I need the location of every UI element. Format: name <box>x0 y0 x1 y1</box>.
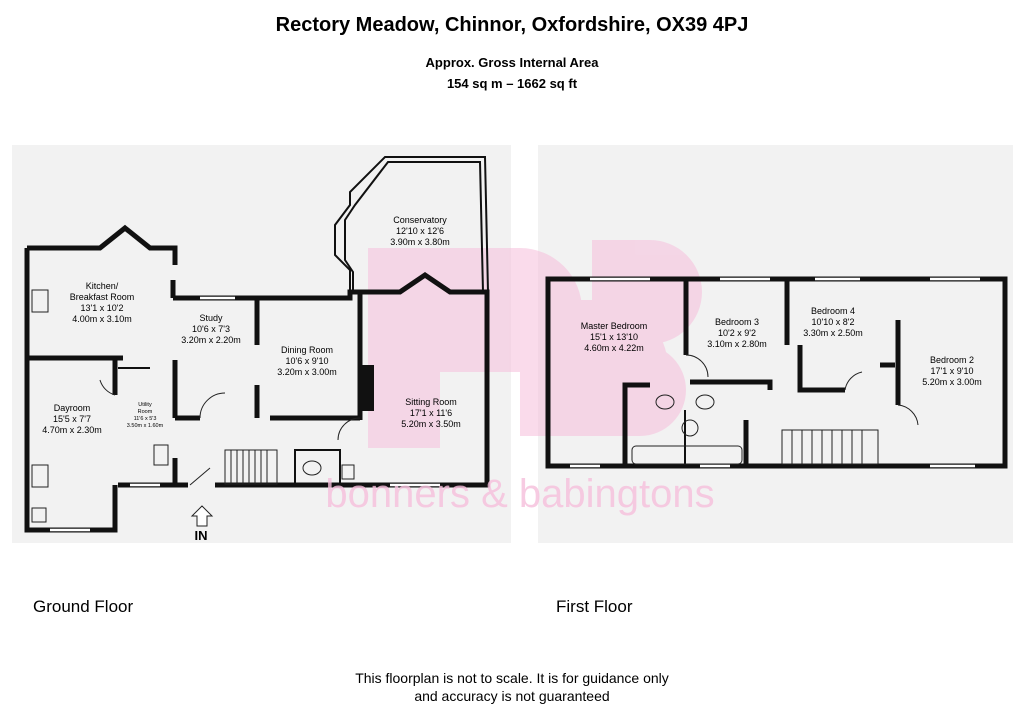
svg-text:17'1 x 11'6: 17'1 x 11'6 <box>410 408 452 418</box>
bedroom4-door <box>844 371 863 391</box>
room-dining: Dining Room 10'6 x 9'10 3.20m x 3.00m <box>277 345 337 377</box>
fireplace <box>362 365 374 411</box>
dining-door <box>337 417 361 441</box>
utility-sink <box>153 444 169 466</box>
disclaimer-line-1: This floorplan is not to scale. It is fo… <box>355 670 669 686</box>
wc-walls <box>294 449 341 485</box>
room-kitchen: Kitchen/ Breakfast Room 13'1 x 10'2 4.00… <box>70 281 135 324</box>
kitchen-hob <box>31 289 49 313</box>
conservatory-inner <box>344 161 484 293</box>
svg-text:Conservatory: Conservatory <box>393 215 447 225</box>
svg-text:12'10 x 12'6: 12'10 x 12'6 <box>396 226 444 236</box>
room-study: Study 10'6 x 7'3 3.20m x 2.20m <box>181 313 241 345</box>
room-bedroom-4: Bedroom 4 10'10 x 8'2 3.30m x 2.50m <box>803 306 863 338</box>
conservatory-outline <box>334 156 489 293</box>
room-master-bedroom: Master Bedroom 15'1 x 13'10 4.60m x 4.22… <box>581 321 648 353</box>
bathroom-toilet <box>695 394 715 410</box>
svg-text:3.10m x 2.80m: 3.10m x 2.80m <box>707 339 767 349</box>
disclaimer-line-2: and accuracy is not guaranteed <box>414 688 610 704</box>
study-door <box>199 392 226 419</box>
svg-text:3.20m x 3.00m: 3.20m x 3.00m <box>277 367 337 377</box>
svg-text:10'10 x 8'2: 10'10 x 8'2 <box>812 317 855 327</box>
room-dayroom: Dayroom 15'5 x 7'7 4.70m x 2.30m <box>42 403 102 435</box>
svg-text:Room: Room <box>138 409 153 415</box>
wc-toilet <box>302 460 322 476</box>
svg-text:Utility: Utility <box>138 402 152 408</box>
svg-text:17'1 x 9'10: 17'1 x 9'10 <box>931 366 974 376</box>
watermark-brand: bonners & babingtons <box>325 472 714 516</box>
svg-text:3.20m x 2.20m: 3.20m x 2.20m <box>181 335 241 345</box>
svg-text:10'2 x 9'2: 10'2 x 9'2 <box>718 328 756 338</box>
room-bedroom-3: Bedroom 3 10'2 x 9'2 3.10m x 2.80m <box>707 317 767 349</box>
master-bedroom-door <box>685 354 709 378</box>
svg-text:Bedroom 2: Bedroom 2 <box>930 355 974 365</box>
svg-text:Bedroom 3: Bedroom 3 <box>715 317 759 327</box>
svg-text:13'1 x 10'2: 13'1 x 10'2 <box>81 303 124 313</box>
svg-text:11'6 x 5'3: 11'6 x 5'3 <box>134 416 157 422</box>
kitchen-top-wall <box>27 224 178 265</box>
svg-text:3.50m x 1.60m: 3.50m x 1.60m <box>127 423 164 429</box>
room-utility: Utility Room 11'6 x 5'3 3.50m x 1.60m <box>127 402 164 429</box>
windows <box>50 277 980 532</box>
svg-text:Bedroom 4: Bedroom 4 <box>811 306 855 316</box>
bathroom-basin <box>655 394 675 410</box>
svg-text:Master Bedroom: Master Bedroom <box>581 321 648 331</box>
svg-text:5.20m x 3.50m: 5.20m x 3.50m <box>401 419 461 429</box>
bathroom-walls <box>622 382 650 466</box>
entrance-label: IN <box>195 528 208 543</box>
svg-text:3.30m x 2.50m: 3.30m x 2.50m <box>803 328 863 338</box>
dayroom-sink <box>31 507 47 523</box>
svg-text:Dining Room: Dining Room <box>281 345 333 355</box>
svg-text:15'1 x 13'10: 15'1 x 13'10 <box>590 332 638 342</box>
ground-stairs <box>224 449 278 485</box>
svg-text:3.90m x 3.80m: 3.90m x 3.80m <box>390 237 450 247</box>
svg-text:4.00m x 3.10m: 4.00m x 3.10m <box>72 314 132 324</box>
ground-floor-label: Ground Floor <box>33 597 134 616</box>
area-caption: Approx. Gross Internal Area <box>425 55 599 70</box>
wc-basin <box>341 464 355 480</box>
svg-text:Kitchen/: Kitchen/ <box>86 281 119 291</box>
page-title: Rectory Meadow, Chinnor, Oxfordshire, OX… <box>275 14 749 36</box>
room-sitting: Sitting Room 17'1 x 11'6 5.20m x 3.50m <box>401 397 461 429</box>
watermark-logo <box>368 240 702 448</box>
bathtub <box>631 445 743 465</box>
svg-text:Breakfast Room: Breakfast Room <box>70 292 135 302</box>
bathroom-shower <box>681 419 699 437</box>
svg-text:10'6 x 7'3: 10'6 x 7'3 <box>192 324 230 334</box>
svg-text:4.70m x 2.30m: 4.70m x 2.30m <box>42 425 102 435</box>
svg-text:10'6 x 9'10: 10'6 x 9'10 <box>286 356 329 366</box>
room-bedroom-2: Bedroom 2 17'1 x 9'10 5.20m x 3.00m <box>922 355 982 387</box>
area-value: 154 sq m – 1662 sq ft <box>446 76 578 91</box>
room-conservatory: Conservatory 12'10 x 12'6 3.90m x 3.80m <box>390 215 450 247</box>
bed3-lower-wall <box>690 379 773 390</box>
dayroom-hob <box>31 464 49 488</box>
entrance-arrow-icon <box>190 505 214 527</box>
svg-text:Sitting Room: Sitting Room <box>405 397 457 407</box>
svg-text:15'5 x 7'7: 15'5 x 7'7 <box>53 414 91 424</box>
bedroom2-door <box>897 404 919 426</box>
dayroom-door <box>99 379 116 396</box>
svg-text:Dayroom: Dayroom <box>54 403 91 413</box>
first-floor-outline <box>545 276 1008 469</box>
first-floor-stairs <box>781 429 879 465</box>
svg-text:4.60m x 4.22m: 4.60m x 4.22m <box>584 343 644 353</box>
bed4-walls <box>797 345 845 393</box>
front-door-swing <box>189 467 211 486</box>
first-floor-label: First Floor <box>556 597 633 616</box>
ground-floor-plan <box>24 156 490 533</box>
svg-text:Study: Study <box>199 313 223 323</box>
first-floor-plan <box>545 276 1008 469</box>
svg-text:5.20m x 3.00m: 5.20m x 3.00m <box>922 377 982 387</box>
